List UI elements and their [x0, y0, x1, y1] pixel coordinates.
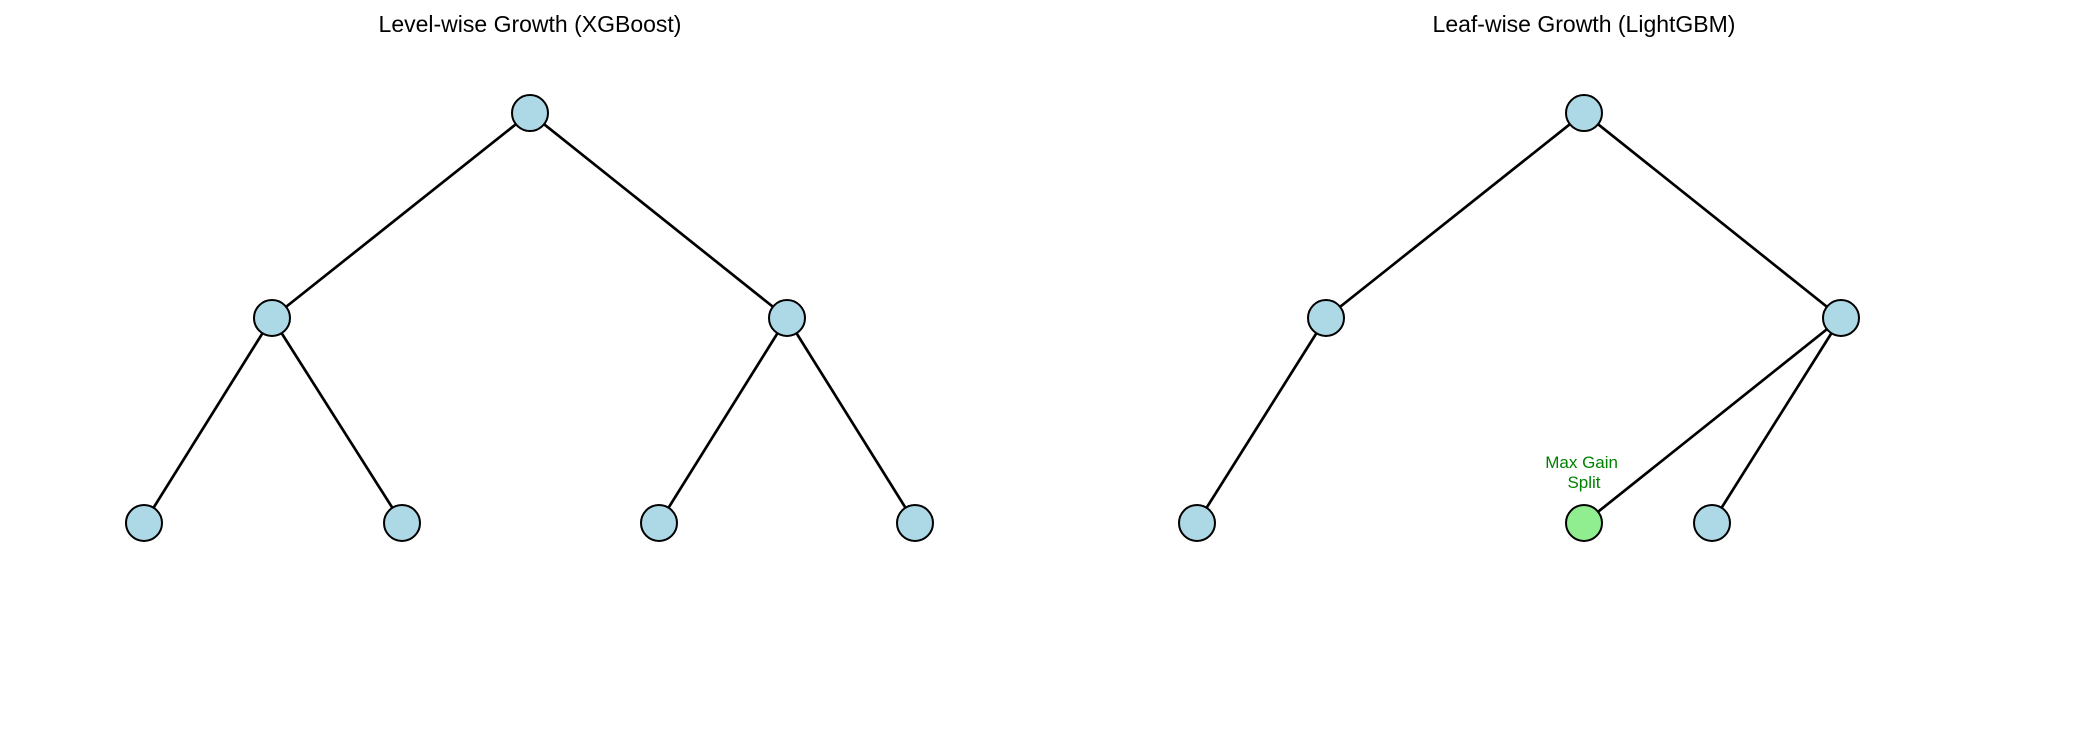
- tree-node: [383, 504, 421, 542]
- tree-edge: [270, 317, 404, 524]
- edges-leaf-wise: [1195, 111, 1843, 525]
- tree-node: [896, 504, 934, 542]
- tree-edge: [1325, 111, 1585, 320]
- tree-edge: [1195, 317, 1328, 524]
- tree-node: [1693, 504, 1731, 542]
- tree-node: [1307, 299, 1345, 337]
- tree-edge: [529, 111, 788, 320]
- tree-node: [640, 504, 678, 542]
- tree-edge: [1583, 316, 1842, 525]
- annotation-line-2: Split: [1567, 473, 1600, 492]
- tree-node: [1178, 504, 1216, 542]
- edges-level-wise: [142, 111, 917, 524]
- tree-edge: [785, 317, 917, 524]
- panel-level-wise: Level-wise Growth (XGBoost): [125, 11, 934, 542]
- annotation-line-1: Max Gain: [1545, 453, 1618, 472]
- max-gain-annotation: Max Gain Split: [1545, 453, 1622, 492]
- tree-edge: [1710, 317, 1843, 524]
- nodes-leaf-wise: [1178, 94, 1860, 542]
- panel-leaf-wise: Leaf-wise Growth (LightGBM) Max Gain Spl…: [1178, 11, 1860, 542]
- tree-edge: [657, 317, 789, 524]
- panel-title-leaf-wise: Leaf-wise Growth (LightGBM): [1433, 11, 1736, 37]
- panel-title-level-wise: Level-wise Growth (XGBoost): [379, 11, 682, 37]
- tree-edge: [271, 111, 531, 320]
- tree-node: [1565, 94, 1603, 132]
- tree-node: [1822, 299, 1860, 337]
- tree-node: [125, 504, 163, 542]
- nodes-level-wise: [125, 94, 934, 542]
- max-gain-node: [1565, 504, 1603, 542]
- tree-node: [511, 94, 549, 132]
- tree-node: [768, 299, 806, 337]
- tree-node: [253, 299, 291, 337]
- tree-edge: [142, 317, 274, 524]
- tree-edge: [1583, 111, 1842, 320]
